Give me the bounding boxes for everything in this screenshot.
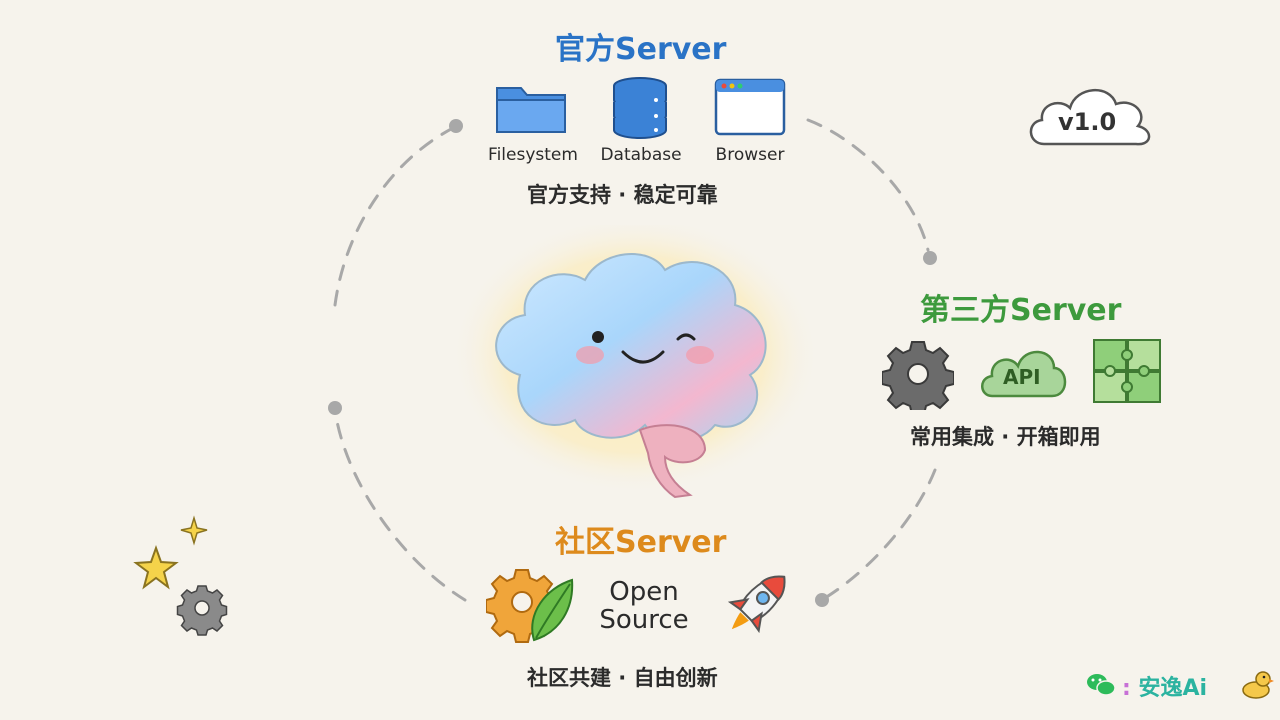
api-cloud-icon xyxy=(981,350,1067,398)
open-source-text: Open Source xyxy=(592,578,696,634)
brain-mascot-icon xyxy=(450,225,820,500)
gear-leaf-icon xyxy=(486,569,574,643)
arrow-official-to-third xyxy=(806,118,930,252)
api-label: API xyxy=(1003,365,1041,389)
community-caption: 社区共建 · 自由创新 xyxy=(527,666,718,690)
open-source-line1: Open xyxy=(609,577,679,607)
arrowhead xyxy=(449,119,463,133)
brand-separator: : xyxy=(1122,676,1131,701)
rocket-icon xyxy=(727,575,786,634)
brand-text: 安逸Ai xyxy=(1138,676,1208,701)
third-party-caption: 常用集成 · 开箱即用 xyxy=(910,425,1101,449)
arrow-third-to-community xyxy=(823,468,937,600)
browser-label: Browser xyxy=(715,145,785,165)
official-title: 官方Server xyxy=(555,32,727,67)
arrow-community-to-left xyxy=(333,408,467,602)
puzzle-icon xyxy=(1093,339,1161,403)
gear-icon xyxy=(882,341,954,410)
arrowhead xyxy=(923,251,937,265)
arrow-left-to-official xyxy=(333,125,457,307)
database-label: Database xyxy=(600,145,682,165)
version-badge: v1.0 xyxy=(1058,108,1117,136)
database-icon xyxy=(613,77,667,139)
arrowhead xyxy=(815,593,829,607)
cloud-badge-icon xyxy=(1029,88,1151,146)
arrowhead xyxy=(328,401,342,415)
browser-window-icon xyxy=(714,78,786,136)
sparkle-stars-icon xyxy=(133,515,228,636)
folder-icon xyxy=(496,87,566,133)
filesystem-label: Filesystem xyxy=(488,145,578,165)
official-caption: 官方支持 · 稳定可靠 xyxy=(527,183,718,207)
wechat-icon xyxy=(1087,674,1116,696)
duck-icon xyxy=(1242,671,1274,699)
open-source-line2: Source xyxy=(599,605,689,635)
community-title: 社区Server xyxy=(555,525,727,560)
third-party-title: 第三方Server xyxy=(920,293,1122,328)
brand-watermark: : 安逸Ai xyxy=(1122,670,1207,702)
